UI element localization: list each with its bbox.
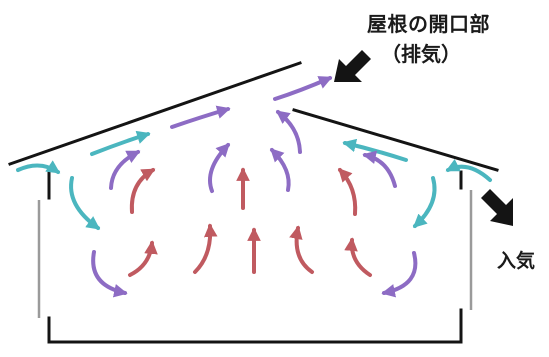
exhaust-direction-arrow [334,50,371,82]
roof-opening-label: 屋根の開口部 [367,12,490,36]
teal-arrow [69,176,101,230]
red-arrow [344,237,372,277]
red-arrow [193,223,218,274]
mixed-airflow-arrows [91,76,418,298]
roof-right-slope [292,108,499,172]
wall-openings [37,190,473,318]
purple-arrow [362,150,397,188]
direction-arrows [334,50,513,226]
house-structure [8,61,499,344]
roof-left-slope [8,61,302,166]
purple-arrow [273,76,333,101]
teal-arrow [412,176,437,228]
purple-arrow [275,110,302,154]
exhaust-label: （排気） [381,42,461,66]
purple-arrow [270,148,291,192]
teal-arrow [16,160,61,174]
teal-arrow [90,130,151,156]
purple-arrow [170,105,231,129]
intake-label: 入気 [497,250,536,272]
purple-arrow [109,150,141,190]
teal-arrow [445,159,492,182]
warm-airflow-arrows [128,167,372,277]
intake-direction-arrow [481,189,513,226]
purple-arrow [381,251,418,298]
red-arrow [128,240,158,277]
red-arrow [289,225,314,274]
purple-arrow [208,143,230,193]
red-arrow [338,168,358,216]
red-arrow [129,168,156,214]
purple-arrow [91,250,128,298]
